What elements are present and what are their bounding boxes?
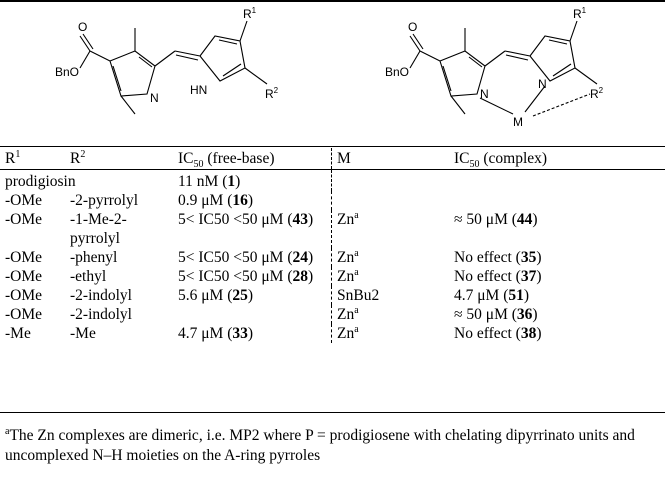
cell-r2: -Me: [70, 325, 96, 342]
cell-r2: -2-indolyl: [70, 287, 132, 304]
free-base-structure: O BnO N HN R1 R2: [55, 6, 335, 141]
fb-n-label: N: [150, 91, 159, 105]
cell-r1: -Me: [5, 325, 31, 342]
header-ic50-free-base: IC50 (free-base): [173, 148, 332, 170]
header-r1: R1: [0, 148, 65, 170]
cell-ic50-complex: ≈ 50 μM (44): [454, 211, 538, 228]
cell-r2: -1-Me-2-pyrrolyl: [70, 211, 127, 247]
header-r2: R2: [65, 148, 173, 170]
cell-ic50-complex: 4.7 μM (51): [454, 287, 530, 304]
cell-metal: [331, 191, 449, 210]
table-row: -Me -Me 4.7 μM (33) Zna No effect (38): [0, 324, 665, 343]
cx-o-label: O: [408, 20, 417, 34]
cell-r1: -OMe: [5, 287, 43, 304]
cell-metal: Zna: [331, 324, 449, 343]
footnote-mark: a: [5, 425, 10, 437]
table-body: prodigiosin 11 nM (1) -OMe -2-pyrrolyl 0.9 μ…: [0, 169, 665, 343]
header-ic50-complex: IC50 (complex): [449, 148, 665, 170]
cell-ic50-complex: [449, 191, 665, 210]
cell-metal: Zna: [331, 305, 449, 324]
cell-ic50-free-base: 11 nM (1): [178, 173, 241, 190]
cell-r1: prodigiosin: [5, 173, 76, 190]
table-row: -OMe -2-indolyl 5.6 μM (25) SnBu2 4.7 μM (51…: [0, 286, 665, 305]
cell-r2: -phenyl: [70, 249, 118, 266]
cell-ic50-free-base: 5< IC50 <50 μM (28): [178, 268, 314, 285]
bottom-rule: [0, 412, 665, 413]
cell-r1: -OMe: [5, 211, 43, 228]
cell-ic50-free-base: 5< IC50 <50 μM (43): [178, 211, 314, 228]
cell-r1: -OMe: [5, 306, 43, 323]
cx-n2-label: N: [538, 77, 547, 91]
cell-metal: Zna: [331, 248, 449, 267]
table-footnote: aThe Zn complexes are dimeric, i.e. MP2 …: [5, 426, 655, 466]
header-metal: M: [331, 148, 449, 170]
top-rule: [0, 0, 665, 2]
cell-metal: Zna: [331, 267, 449, 286]
cx-r2-label: R2: [590, 86, 604, 101]
table-row: prodigiosin 11 nM (1): [0, 169, 665, 192]
cell-ic50-complex: [449, 170, 665, 192]
fb-bno-label: BnO: [55, 65, 79, 79]
cell-r1: -OMe: [5, 268, 43, 285]
cell-r1: -OMe: [5, 249, 43, 266]
cell-ic50-free-base: 4.7 μM (33): [178, 325, 254, 342]
cell-ic50-complex: No effect (35): [454, 249, 542, 266]
cell-ic50-free-base: [173, 305, 332, 324]
complex-structure: O BnO N N M R1 R2: [385, 6, 665, 141]
cell-ic50-complex: ≈ 50 μM (36): [454, 306, 538, 323]
complex-structure-drawing: O BnO N N M R1 R2: [385, 6, 604, 129]
ic50-table: R1 R2 IC50 (free-base) M IC50 (complex) …: [0, 148, 665, 343]
table-row: -OMe -2-indolyl Zna ≈ 50 μM (36): [0, 305, 665, 324]
table-row: -OMe -ethyl 5< IC50 <50 μM (28) Zna No effec…: [0, 267, 665, 286]
cell-metal: [331, 169, 449, 191]
table-row: -OMe -1-Me-2-pyrrolyl 5< IC50 <50 μM (43) Z…: [0, 210, 665, 248]
cell-ic50-complex: No effect (38): [454, 325, 542, 342]
cx-n-label: N: [480, 87, 489, 101]
table-row: -OMe -2-pyrrolyl 0.9 μM (16): [0, 191, 665, 210]
table-row: -OMe -phenyl 5< IC50 <50 μM (24) Zna No effe…: [0, 248, 665, 267]
cell-ic50-free-base: 5.6 μM (25): [178, 287, 254, 304]
fb-hn-label: HN: [190, 83, 207, 97]
cell-r1: -OMe: [5, 192, 43, 209]
table-header-row: R1 R2 IC50 (free-base) M IC50 (complex): [0, 148, 665, 170]
cx-r1-label: R1: [573, 6, 587, 21]
cell-ic50-free-base: 0.9 μM (16): [178, 192, 254, 209]
cell-metal: SnBu2: [331, 286, 449, 305]
cell-r2: -ethyl: [70, 268, 107, 285]
fb-r1-label: R1: [243, 6, 257, 21]
cell-ic50-free-base: 5< IC50 <50 μM (24): [178, 249, 314, 266]
header-rule: [0, 146, 665, 147]
fb-r2-label: R2: [265, 86, 279, 101]
cx-m-label: M: [513, 115, 523, 129]
cell-metal: Zna: [331, 210, 449, 248]
cx-bno-label: BnO: [385, 65, 409, 79]
fb-o-label: O: [78, 20, 87, 34]
cell-r2: -2-indolyl: [70, 306, 132, 323]
cell-ic50-complex: No effect (37): [454, 268, 542, 285]
free-base-structure-drawing: O BnO N HN R1 R2: [55, 6, 279, 115]
cell-r2: -2-pyrrolyl: [70, 192, 139, 209]
footnote-text: The Zn complexes are dimeric, i.e. MP2 w…: [5, 427, 635, 464]
